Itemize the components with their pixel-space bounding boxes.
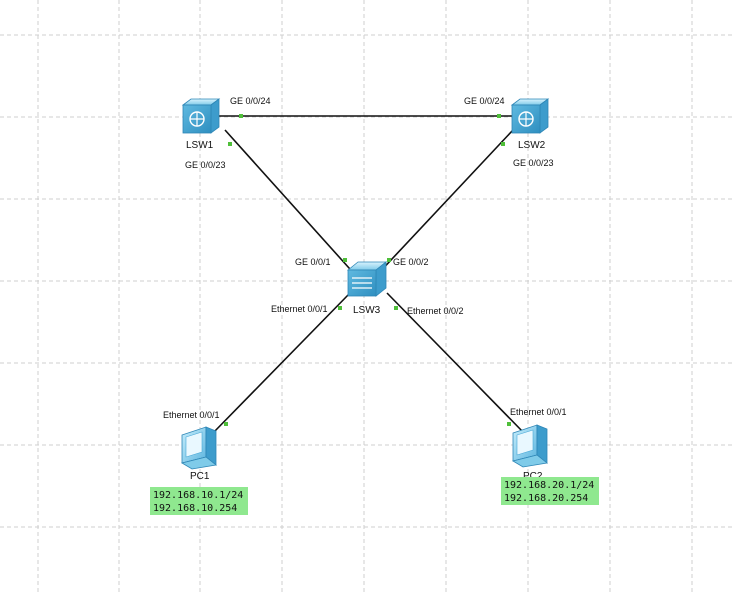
port-indicators: [224, 114, 511, 426]
switch-icon: [510, 98, 550, 134]
pc-icon: [511, 424, 548, 468]
port-dot-lsw2-ge24: [497, 114, 501, 118]
port-dot-lsw3-eth2: [394, 306, 398, 310]
pc1-gateway: 192.168.10.254: [153, 503, 237, 514]
port-dot-lsw2-ge23: [501, 142, 505, 146]
link-lsw2-lsw3[interactable]: [375, 129, 514, 277]
pc-icon: [180, 426, 217, 470]
port-dot-lsw1-ge23: [228, 142, 232, 146]
port-label-lsw1-ge23: GE 0/0/23: [185, 160, 226, 170]
switch-icon: [346, 261, 388, 297]
port-label-lsw3-eth1: Ethernet 0/0/1: [271, 304, 328, 314]
port-label-lsw2-ge23: GE 0/0/23: [513, 158, 554, 168]
port-dot-pc1-eth1: [224, 422, 228, 426]
port-label-pc2-eth1: Ethernet 0/0/1: [510, 407, 567, 417]
device-label-lsw1: LSW1: [186, 140, 214, 151]
link-lsw1-lsw3[interactable]: [224, 129, 359, 279]
device-pc1[interactable]: PC1 192.168.10.1/24 192.168.10.254: [150, 426, 248, 515]
ip-info-pc1: 192.168.10.1/24 192.168.10.254: [150, 487, 248, 515]
port-dot-lsw3-ge1: [343, 258, 347, 262]
links: [212, 115, 525, 434]
device-lsw3[interactable]: LSW3: [346, 261, 388, 316]
port-label-pc1-eth1: Ethernet 0/0/1: [163, 410, 220, 420]
device-label-pc1: PC1: [190, 471, 210, 482]
switch-icon: [181, 98, 221, 134]
pc2-gateway: 192.168.20.254: [504, 493, 588, 504]
port-dot-lsw3-ge2: [387, 258, 391, 262]
port-labels: GE 0/0/24 GE 0/0/24 GE 0/0/23 GE 0/0/23 …: [163, 96, 567, 420]
pc2-ip-address: 192.168.20.1/24: [504, 480, 594, 491]
port-label-lsw3-ge1: GE 0/0/1: [295, 257, 331, 267]
device-lsw1[interactable]: LSW1: [181, 98, 221, 151]
port-label-lsw3-eth2: Ethernet 0/0/2: [407, 306, 464, 316]
pc1-ip-address: 192.168.10.1/24: [153, 490, 243, 501]
device-lsw2[interactable]: LSW2: [510, 98, 550, 151]
link-lsw3-pc2[interactable]: [386, 292, 525, 434]
device-label-pc2: PC2: [523, 471, 543, 482]
port-dot-lsw3-eth1: [338, 306, 342, 310]
device-label-lsw3: LSW3: [353, 305, 381, 316]
port-label-lsw3-ge2: GE 0/0/2: [393, 257, 429, 267]
port-label-lsw1-ge24: GE 0/0/24: [230, 96, 271, 106]
port-dot-pc2-eth1: [507, 422, 511, 426]
port-label-lsw2-ge24: GE 0/0/24: [464, 96, 505, 106]
ip-info-pc2: 192.168.20.1/24 192.168.20.254: [501, 477, 599, 505]
link-lsw3-pc1[interactable]: [212, 292, 351, 434]
device-pc2[interactable]: PC2 192.168.20.1/24 192.168.20.254: [501, 424, 599, 505]
port-dot-lsw1-ge24: [239, 114, 243, 118]
device-label-lsw2: LSW2: [518, 140, 546, 151]
